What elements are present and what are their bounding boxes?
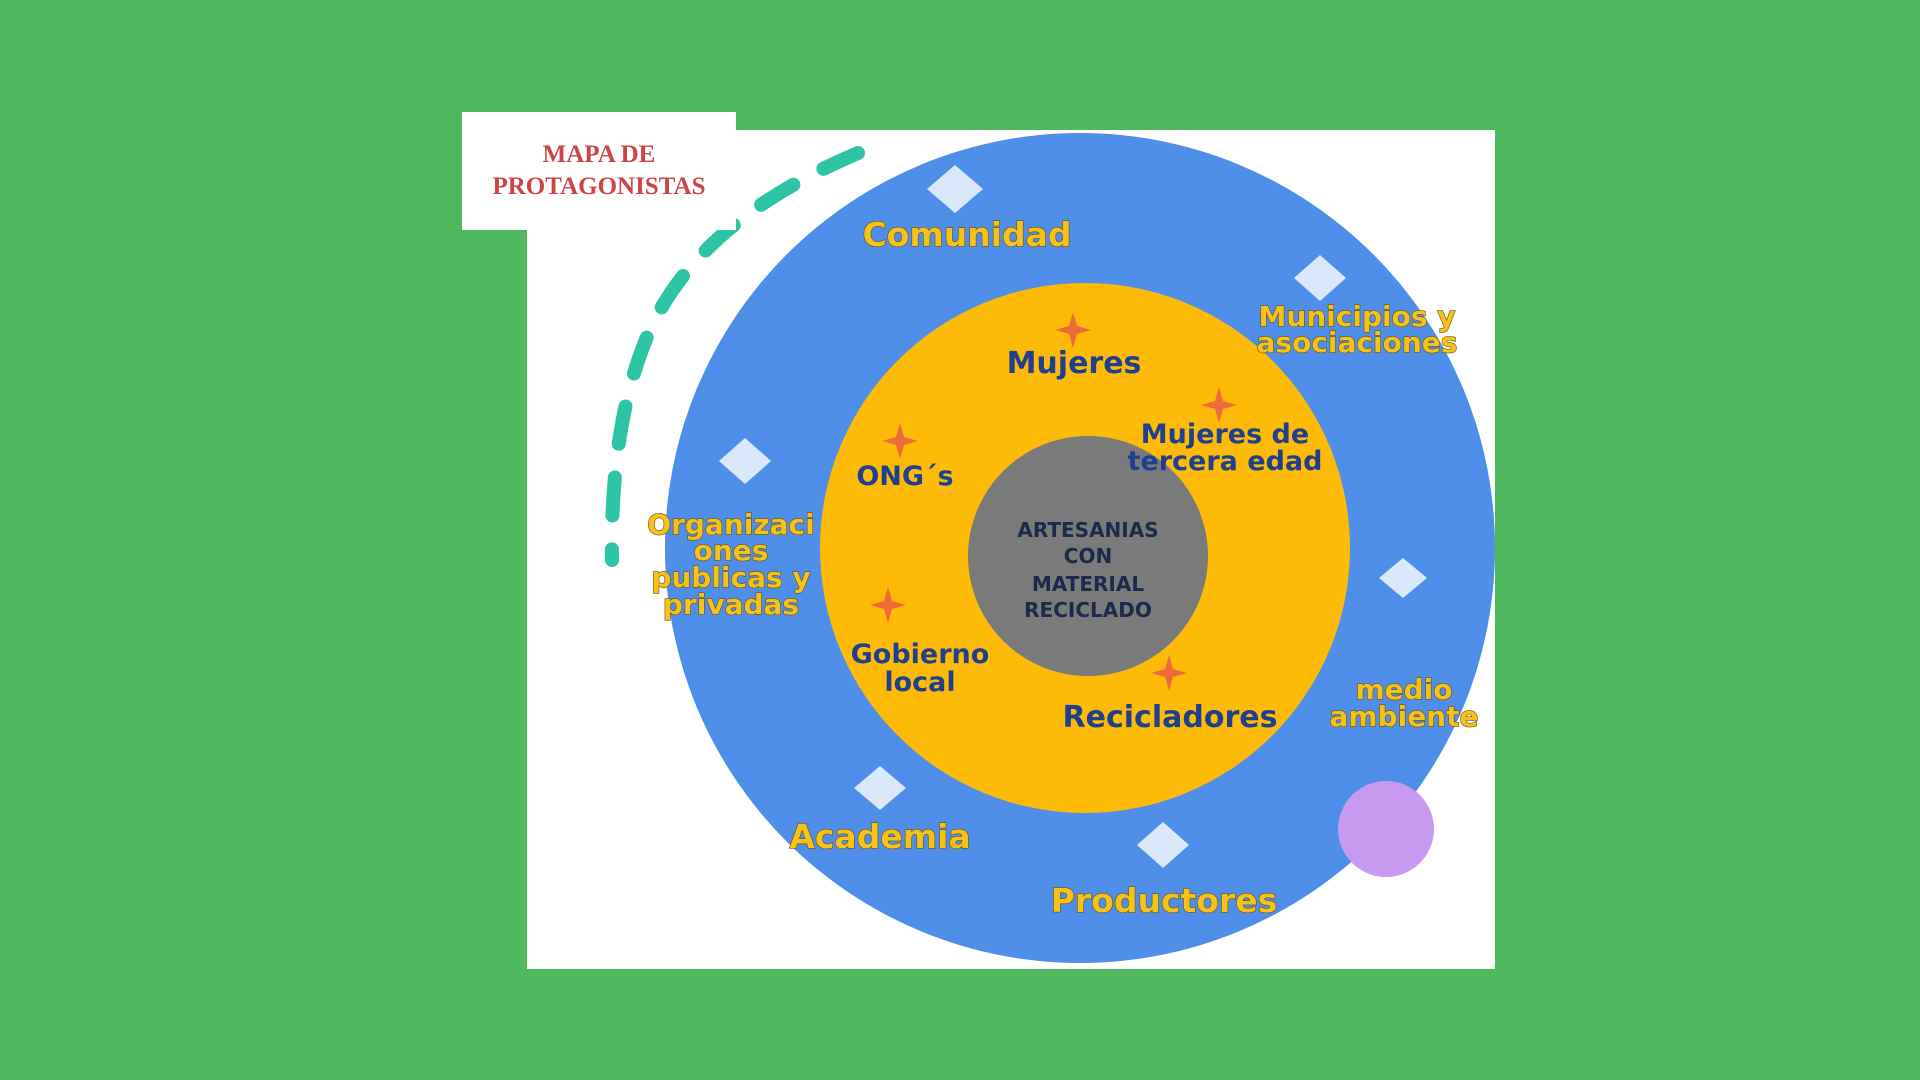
label-recicladores: Recicladores [1063, 700, 1278, 735]
label-comunidad: Comunidad [862, 215, 1071, 254]
core-line-2: CON [1064, 544, 1112, 568]
dashed-arc-decoration [604, 146, 865, 567]
label-medio-ambiente-2: ambiente [1329, 700, 1478, 733]
star-icon [882, 423, 918, 459]
label-municipios-1: Municipios y [1258, 300, 1455, 333]
diamond-icon [854, 766, 906, 810]
title-line-1: MAPA DE [542, 141, 656, 168]
star-icon [870, 587, 906, 623]
label-gobierno-local-1: Gobierno [851, 639, 990, 670]
star-icon [1055, 312, 1091, 348]
purple-circle-decoration [1338, 781, 1434, 877]
core-line-4: RECICLADO [1024, 598, 1152, 622]
label-municipios-2: asociaciones [1257, 326, 1458, 359]
label-mujeres: Mujeres [1007, 346, 1142, 381]
label-organizaciones-1: Organizaci [647, 508, 814, 541]
diamond-icon [1294, 255, 1346, 301]
label-ongs: ONG´s [856, 461, 953, 492]
label-organizaciones-4: privadas [663, 588, 799, 621]
core-circle [968, 436, 1208, 676]
label-mujeres-tercera-edad-1: Mujeres de [1141, 419, 1309, 450]
diamond-icon [1137, 822, 1189, 868]
diamond-icon [719, 438, 771, 484]
title-line-2: PROTAGONISTAS [492, 173, 706, 200]
core-line-3: MATERIAL [1032, 572, 1144, 596]
title-box: MAPA DE PROTAGONISTAS [462, 112, 736, 230]
label-productores: Productores [1051, 881, 1278, 920]
label-academia: Academia [789, 817, 970, 856]
star-icon [1151, 655, 1187, 691]
label-organizaciones-3: publicas y [651, 561, 810, 594]
label-organizaciones-2: ones [694, 534, 769, 567]
label-mujeres-tercera-edad-2: tercera edad [1128, 446, 1323, 477]
core-line-1: ARTESANIAS [1017, 518, 1158, 542]
diamond-icon [927, 165, 983, 213]
label-medio-ambiente-1: medio [1355, 673, 1452, 706]
label-gobierno-local-2: local [884, 667, 955, 698]
star-icon [1201, 387, 1237, 423]
diamond-icon [1379, 558, 1427, 598]
